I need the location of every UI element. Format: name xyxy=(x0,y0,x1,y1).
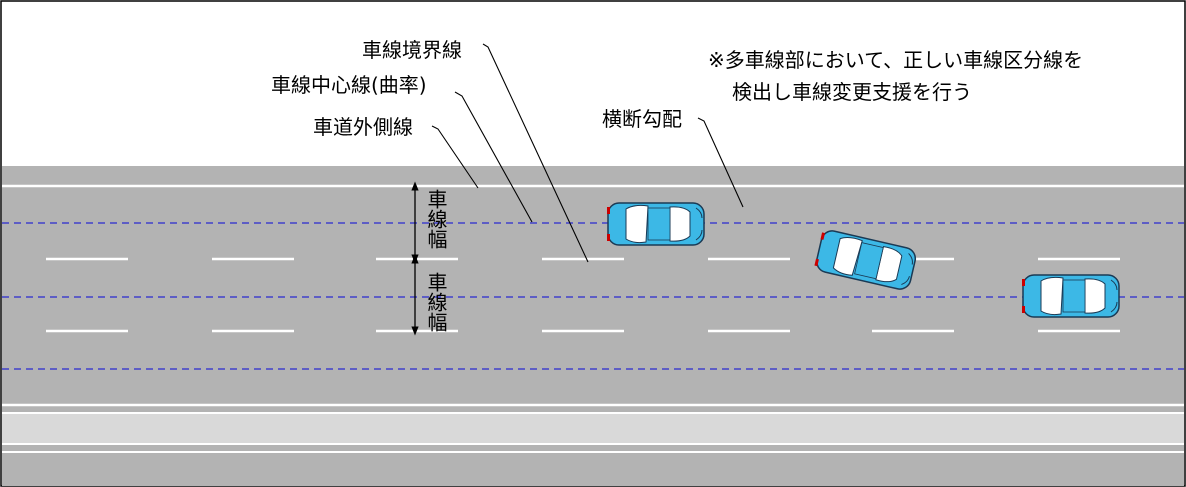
note-line-1: ※多車線部において、正しい車線区分線を xyxy=(708,48,1083,72)
road xyxy=(2,166,1184,486)
leader-road-edge xyxy=(431,125,479,189)
leader-lane-center xyxy=(454,91,533,223)
label-lane-width-2: 車線幅 xyxy=(424,272,448,332)
label-lane-center: 車線中心線(曲率) xyxy=(271,73,427,97)
car-top-view-icon xyxy=(606,202,705,246)
label-lane-boundary: 車線境界線 xyxy=(362,38,462,62)
lane-center-lines xyxy=(2,222,1184,370)
label-road-edge: 車道外側線 xyxy=(313,115,413,139)
label-lane-width-1: 車線幅 xyxy=(424,189,448,249)
leader-cross-slope xyxy=(697,117,744,208)
note-line-2: 検出し車線変更支援を行う xyxy=(732,80,972,104)
label-cross-slope: 横断勾配 xyxy=(602,107,682,131)
leader-lane-boundary xyxy=(482,43,589,263)
leader-lines xyxy=(431,43,744,263)
car-top-view-icon xyxy=(1021,274,1120,318)
shoulder-strip xyxy=(2,414,1184,444)
